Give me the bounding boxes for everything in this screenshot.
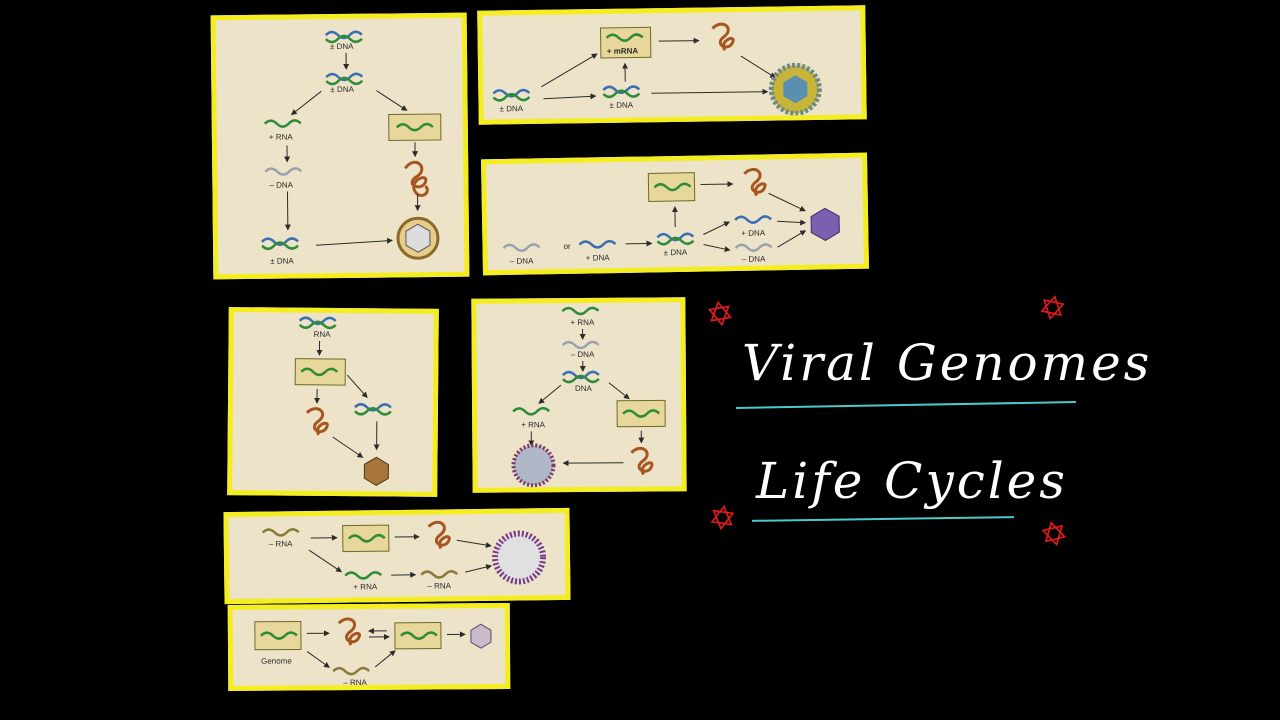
- label-mid-dsdna: ± DNA: [664, 248, 688, 257]
- label-minus-dna: – DNA: [571, 350, 595, 359]
- label-mid-dsdna: ± DNA: [330, 85, 354, 94]
- label-minus-rna: – RNA: [269, 539, 293, 548]
- diagram-panel-dsrna: RNA: [227, 307, 439, 497]
- diagram-panel-dsdna-mrna: + mRNA ± DNA ± DNA: [477, 5, 867, 125]
- label-plus-rna: + RNA: [570, 318, 595, 327]
- star-icon-bottom-left: ✡: [705, 498, 740, 540]
- diagram-panel-minus-rna: – RNA + RNA – RNA: [223, 507, 571, 605]
- label-minus-rna-2: – RNA: [427, 581, 451, 590]
- label-minus-rna: – RNA: [343, 678, 367, 687]
- label-rna: RNA: [314, 330, 332, 339]
- panel-5-diagram: + RNA – DNA DNA + RNA: [511, 306, 666, 488]
- label-plus-dna: + DNA: [586, 253, 611, 262]
- label-plus-rna-2: + RNA: [521, 420, 546, 429]
- label-bottom-dsdna: ± DNA: [270, 256, 294, 265]
- star-icon-top-left: ✡: [702, 293, 738, 337]
- panel-2-diagram: + mRNA ± DNA ± DNA: [492, 22, 822, 116]
- label-left-dsdna: ± DNA: [500, 104, 524, 113]
- label-dna: DNA: [575, 384, 593, 393]
- label-minus-dna: – DNA: [269, 180, 293, 189]
- star-icon-bottom-right: ✡: [1035, 513, 1073, 557]
- panel-6-diagram: – RNA + RNA – RNA: [261, 520, 547, 592]
- label-minus-dna-out: – DNA: [742, 254, 766, 263]
- panel-4-diagram: RNA: [294, 316, 392, 486]
- label-minus-dna: – DNA: [510, 256, 534, 265]
- underline-2: [751, 516, 1015, 522]
- label-genome: Genome: [261, 657, 292, 666]
- label-plus-rna: + RNA: [353, 582, 378, 591]
- panel-3-diagram: – DNA or + DNA ± DNA + DNA – DNA: [502, 168, 840, 266]
- label-mid-dsdna: ± DNA: [609, 101, 633, 110]
- underline-1: [736, 401, 1076, 409]
- label-plus-dna-out: + DNA: [741, 228, 766, 237]
- title-life-cycles: Life Cycles: [756, 452, 1068, 510]
- label-top-dsdna: ± DNA: [330, 42, 354, 51]
- title-viral-genomes: Viral Genomes: [742, 334, 1153, 392]
- label-plus-rna: + RNA: [269, 132, 294, 141]
- panel-7-diagram: Genome – RNA: [254, 617, 492, 687]
- diagram-panel-retrovirus: + RNA – DNA DNA + RNA: [471, 297, 687, 493]
- label-or: or: [563, 242, 571, 251]
- diagram-panel-genome: Genome – RNA: [227, 603, 511, 691]
- panel-1-diagram: ± DNA ± DNA + RNA – DNA ± DNA: [261, 30, 442, 266]
- star-icon-top-right: ✡: [1034, 287, 1071, 331]
- label-mrna: + mRNA: [607, 46, 639, 55]
- diagram-panel-ssdna: – DNA or + DNA ± DNA + DNA – DNA: [481, 152, 869, 276]
- diagram-panel-dsdna: ± DNA ± DNA + RNA – DNA ± DNA: [210, 12, 470, 280]
